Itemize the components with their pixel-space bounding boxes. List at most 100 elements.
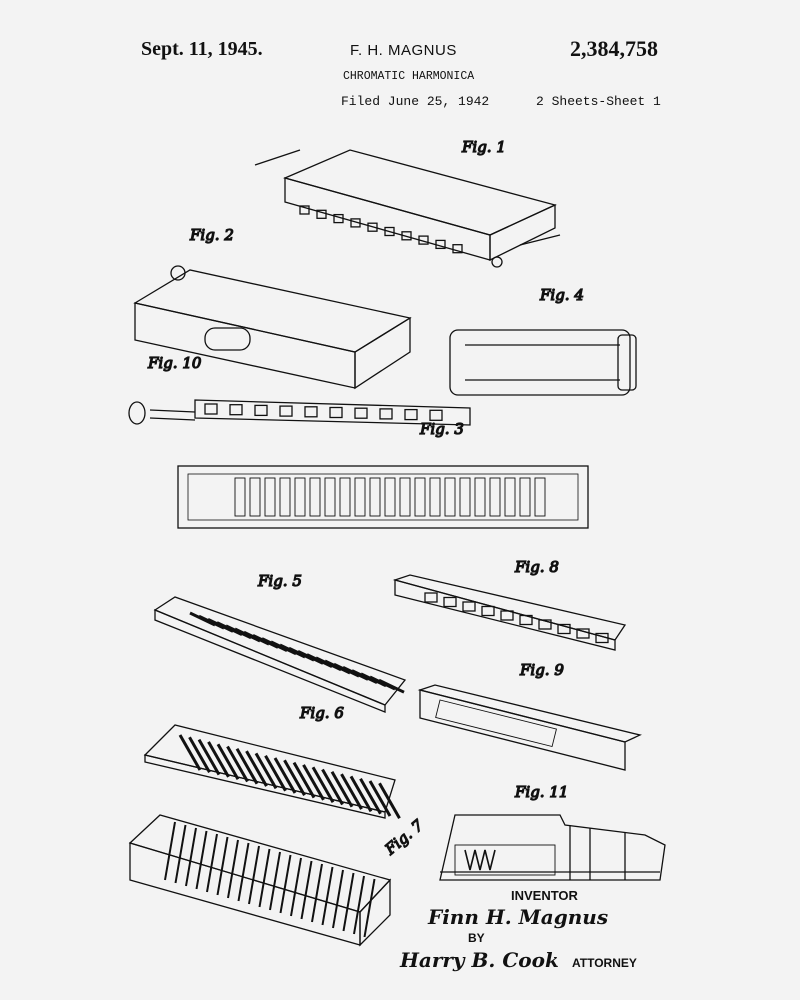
figure-6-label: Fig. 6 xyxy=(299,704,344,722)
drawing-detail xyxy=(350,218,361,228)
figure-10-drawing xyxy=(128,399,471,426)
drawing-detail xyxy=(254,752,278,790)
figure-9-label: Fig. 9 xyxy=(519,661,564,679)
drawing-detail xyxy=(227,839,239,899)
figure-1-drawing xyxy=(254,149,561,268)
figure-2-drawing xyxy=(133,265,412,390)
drawing-detail xyxy=(311,766,335,803)
drawing-detail xyxy=(332,869,344,929)
drawing-detail xyxy=(557,623,571,635)
attorney-label: ATTORNEY xyxy=(572,956,637,970)
figure-7-drawing xyxy=(128,814,392,947)
drawing-detail xyxy=(500,610,514,621)
drawing-detail xyxy=(216,836,229,896)
drawing-detail xyxy=(226,745,249,783)
drawing-detail xyxy=(299,205,310,215)
drawing-detail xyxy=(534,477,546,517)
drawing-detail xyxy=(474,477,486,517)
drawing-detail xyxy=(264,754,287,792)
drawing-detail xyxy=(339,477,351,517)
figure-3-drawing xyxy=(177,465,589,529)
drawing-detail xyxy=(206,833,218,893)
drawing-detail xyxy=(174,824,187,884)
figure-10-label: Fig. 10 xyxy=(147,354,202,372)
figure-11-label: Fig. 11 xyxy=(514,783,568,801)
drawing-detail xyxy=(384,226,395,237)
drawing-detail xyxy=(234,477,246,517)
drawing-detail xyxy=(595,632,609,644)
drawing-detail xyxy=(378,678,405,694)
drawing-detail xyxy=(264,477,276,517)
drawing-detail xyxy=(237,842,250,902)
drawing-detail xyxy=(429,477,441,517)
drawing-detail xyxy=(188,736,211,774)
drawing-detail xyxy=(481,605,495,617)
drawing-detail xyxy=(248,845,260,905)
drawing-detail xyxy=(279,405,293,417)
drawing-detail xyxy=(300,860,313,920)
drawing-detail xyxy=(164,821,176,881)
drawing-detail xyxy=(294,477,306,517)
drawing-detail xyxy=(429,409,443,421)
figure-9-drawing xyxy=(417,684,642,771)
drawing-detail xyxy=(283,759,306,797)
patent-title: CHROMATIC HARMONICA xyxy=(343,70,475,83)
figure-5-drawing xyxy=(153,596,407,713)
drawing-detail xyxy=(424,592,438,603)
drawing-detail xyxy=(462,601,476,612)
drawing-detail xyxy=(302,764,325,801)
by-label: BY xyxy=(468,931,485,945)
drawing-detail xyxy=(414,477,426,517)
figure-3-label: Fig. 3 xyxy=(419,420,464,438)
drawing-detail xyxy=(204,403,218,415)
drawing-detail xyxy=(329,406,343,419)
drawing-detail xyxy=(249,477,261,517)
sheet-count: 2 Sheets-Sheet 1 xyxy=(536,94,661,109)
drawing-detail xyxy=(324,477,336,517)
drawing-detail xyxy=(321,866,334,926)
drawing-detail xyxy=(195,830,208,890)
drawing-detail xyxy=(504,477,516,517)
drawing-detail xyxy=(354,477,366,517)
drawing-detail xyxy=(353,875,365,935)
drawing-detail xyxy=(258,848,271,908)
drawing-detail xyxy=(489,477,501,517)
drawing-detail xyxy=(384,477,396,517)
drawing-detail xyxy=(273,757,297,794)
drawing-detail xyxy=(368,780,392,817)
drawing-detail xyxy=(245,750,268,787)
figure-6-drawing xyxy=(143,724,401,820)
drawing-detail xyxy=(452,244,463,254)
drawing-detail xyxy=(290,857,302,917)
drawing-detail xyxy=(401,231,412,241)
drawing-detail xyxy=(367,222,378,232)
inventor-signature: Finn H. Magnus xyxy=(428,905,609,929)
drawing-detail xyxy=(519,614,533,626)
drawing-detail xyxy=(269,851,281,911)
drawing-detail xyxy=(279,854,292,914)
drawing-detail xyxy=(311,863,323,923)
drawing-detail xyxy=(292,761,316,799)
inventor-label: INVENTOR xyxy=(511,888,578,903)
drawing-detail xyxy=(321,768,344,806)
drawing-detail xyxy=(185,827,197,887)
drawing-detail xyxy=(354,407,368,419)
figure-4-drawing xyxy=(449,329,637,396)
drawing-detail xyxy=(309,477,321,517)
figure-5-label: Fig. 5 xyxy=(257,572,302,590)
drawing-detail xyxy=(399,477,411,517)
drawing-detail xyxy=(254,404,268,417)
inventor-name: F. H. MAGNUS xyxy=(350,42,457,59)
drawing-detail xyxy=(379,408,393,420)
drawing-detail xyxy=(333,213,344,224)
drawing-detail xyxy=(576,628,590,639)
drawing-detail xyxy=(378,782,401,820)
drawing-detail xyxy=(229,404,243,416)
drawing-detail xyxy=(435,239,446,250)
drawing-detail xyxy=(340,773,363,810)
drawing-detail xyxy=(349,775,373,813)
drawing-detail xyxy=(235,748,259,785)
patent-date: Sept. 11, 1945. xyxy=(141,38,263,60)
figure-2-label: Fig. 2 xyxy=(189,226,234,244)
